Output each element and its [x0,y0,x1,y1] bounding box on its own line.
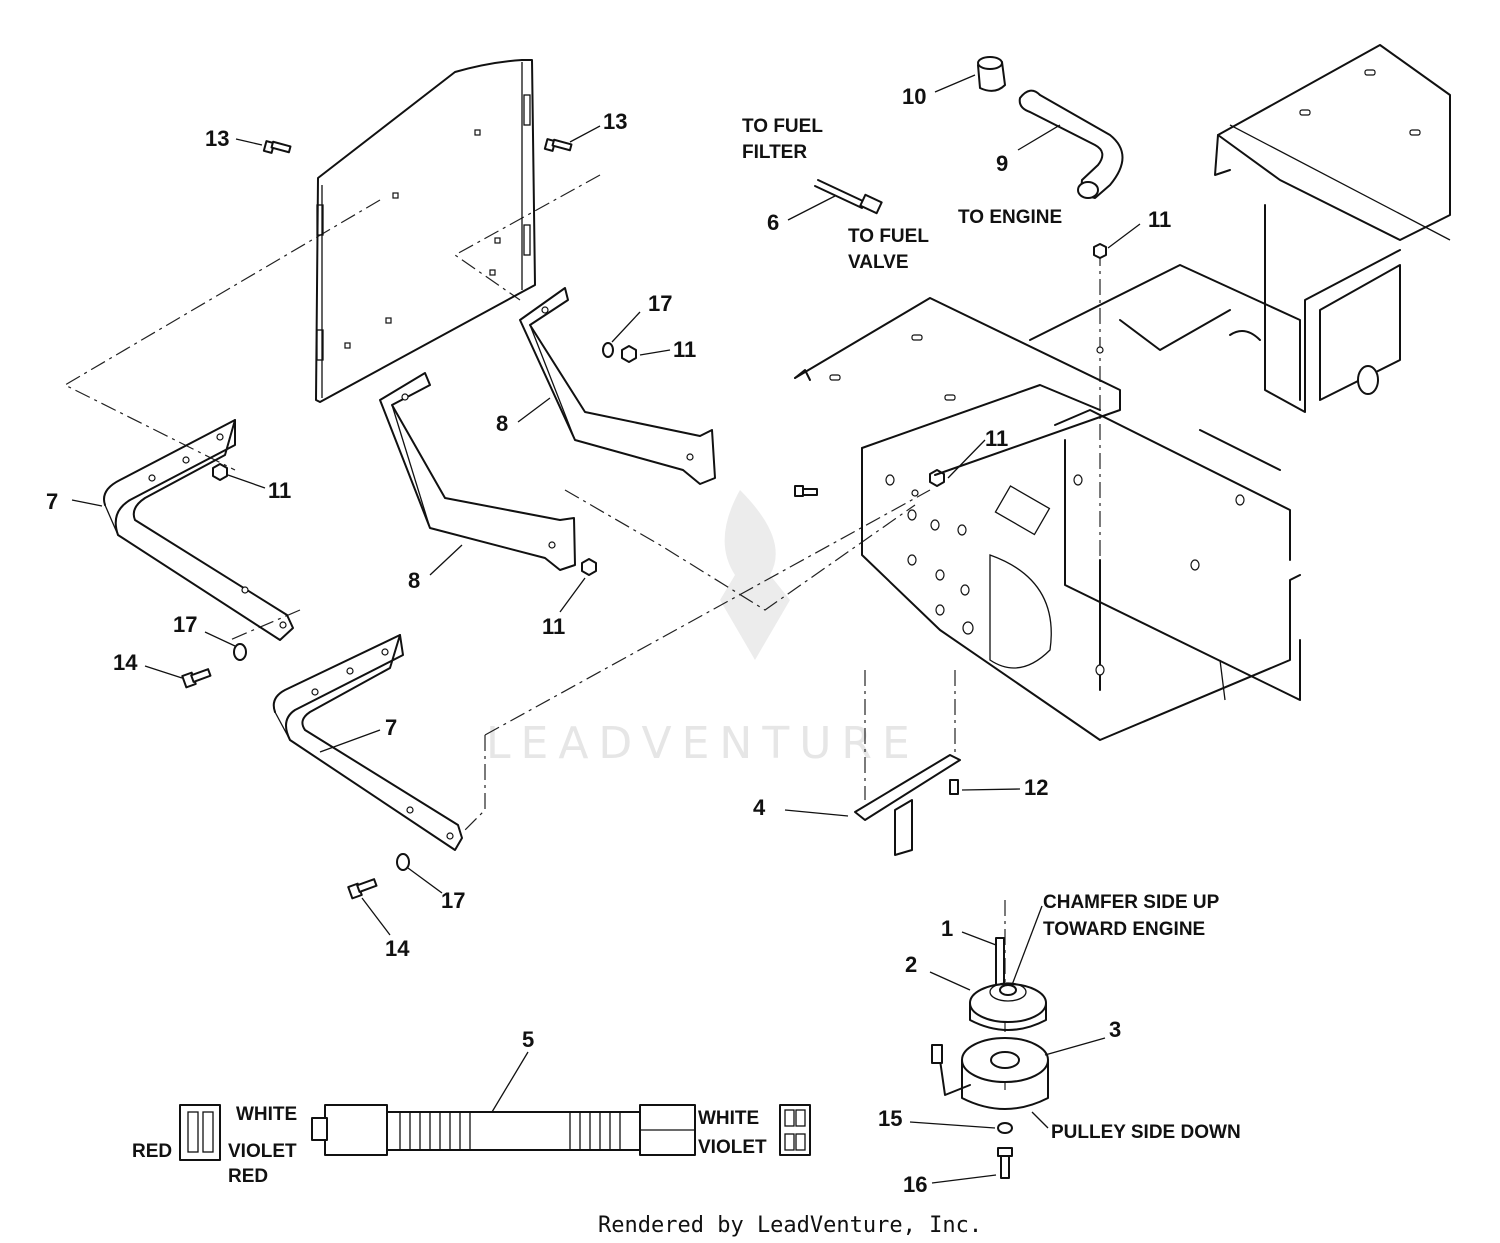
bolt-13-right [543,138,573,152]
pulley-2 [969,982,1047,1031]
wire-label-red: RED [132,1141,172,1162]
callout-6: 6 [767,210,779,235]
callout-3: 3 [1109,1017,1121,1042]
callouts: 13 13 10 9 6 11 17 11 8 11 7 11 8 11 17 … [46,84,1171,1197]
watermark-text: LEADVENTURE [486,718,920,769]
frame-holes [829,69,1421,676]
callout-14: 14 [385,936,410,961]
bracket-8-lower [379,372,576,571]
callout-12: 12 [1024,775,1048,800]
bracket-4 [854,754,961,856]
callout-16: 16 [903,1172,927,1197]
callout-8: 8 [496,411,508,436]
wire-label-white: WHITE [698,1108,759,1129]
callout-17: 17 [441,888,465,913]
callout-11: 11 [268,478,291,503]
callout-17: 17 [648,291,672,316]
wire-label-violet: VIOLET [698,1137,767,1158]
callout-2: 2 [905,952,917,977]
cap-10 [977,56,1006,92]
note-pulley-side-down: PULLEY SIDE DOWN [1051,1122,1241,1143]
frame [794,44,1451,741]
callout-11: 11 [673,337,696,362]
callout-4: 4 [753,795,766,820]
callout-10: 10 [902,84,926,109]
wire-label-violet: VIOLET [228,1141,297,1162]
harness-5 [179,1104,811,1161]
note-to-fuel-valve: VALVE [848,252,909,273]
shield-plate [315,59,536,403]
callout-13: 13 [205,126,229,151]
callout-9: 9 [996,151,1008,176]
note-to-engine: TO ENGINE [958,207,1062,228]
callout-13: 13 [603,109,627,134]
harness-right-connector [639,1104,696,1156]
note-to-fuel-filter: FILTER [742,142,807,163]
harness-left-plug [179,1104,221,1161]
hardware [181,243,1107,900]
callout-14: 14 [113,650,138,675]
bolt-16 [997,1147,1013,1179]
note-chamfer-side-up: CHAMFER SIDE UP [1043,892,1220,913]
notes: TO FUEL FILTER TO FUEL VALVE TO ENGINE C… [742,116,1241,1143]
bolt-13-left [262,140,292,154]
harness-connector [311,1104,388,1156]
washer-15 [997,1122,1013,1134]
footer-credit: Rendered by LeadVenture, Inc. [598,1213,982,1238]
watermark: LEADVENTURE [486,490,920,769]
callout-15: 15 [878,1106,902,1131]
fuel-line-6 [814,179,883,215]
callout-17: 17 [173,612,197,637]
callout-11: 11 [542,614,565,639]
bracket-7-upper [103,419,294,641]
clutch-3 [931,1037,1049,1110]
wire-label-white: WHITE [236,1104,297,1125]
wire-label-red: RED [228,1166,268,1187]
harness-corrugation [399,1112,621,1150]
callout-8: 8 [408,568,420,593]
hose-9 [1018,89,1124,199]
note-to-fuel-valve: TO FUEL [848,226,929,247]
harness-right-plug [779,1104,811,1156]
bracket-8-upper [519,287,716,485]
callout-1: 1 [941,916,953,941]
callout-5: 5 [522,1027,534,1052]
callout-11: 11 [1148,207,1171,232]
note-toward-engine: TOWARD ENGINE [1043,919,1205,940]
leader-lines [71,74,1141,1184]
bracket-7-lower [272,634,463,851]
callout-7: 7 [46,489,58,514]
harness-labels: WHITE VIOLET RED RED WHITE VIOLET [132,1104,767,1187]
callout-11: 11 [985,426,1008,451]
note-to-fuel-filter: TO FUEL [742,116,823,137]
callout-7: 7 [385,715,397,740]
